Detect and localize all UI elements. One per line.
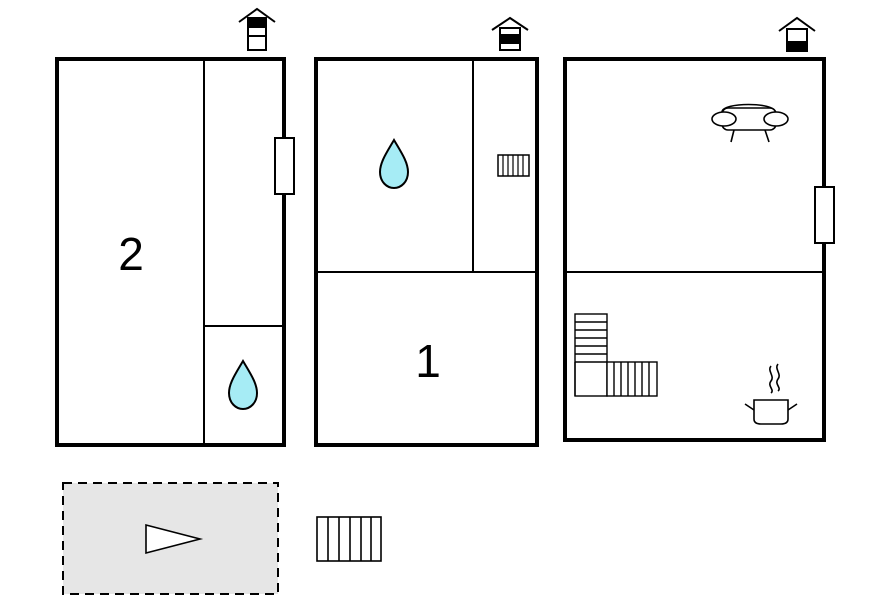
window-icon [814,186,835,244]
house-floor-indicator-icon [491,16,529,51]
sofa-icon [711,103,789,143]
floor-panel-middle: 1 [314,16,539,447]
floor-outline [314,57,539,447]
floor-panel-right [563,16,835,442]
cooking-pot-icon [744,363,798,425]
stairs-icon [574,313,658,397]
direction-arrow-icon [145,523,204,555]
floor-panel-left: 2 [55,7,295,447]
stairs-icon [497,154,530,177]
stairs-icon [316,516,382,562]
terrace-area [62,482,279,595]
house-floor-indicator-icon [238,7,276,51]
room-label: 2 [118,228,144,280]
window-icon [274,137,295,195]
house-floor-indicator-icon [778,16,816,52]
room-label: 1 [415,335,441,387]
water-drop-icon [378,138,410,190]
water-drop-icon [227,359,259,411]
